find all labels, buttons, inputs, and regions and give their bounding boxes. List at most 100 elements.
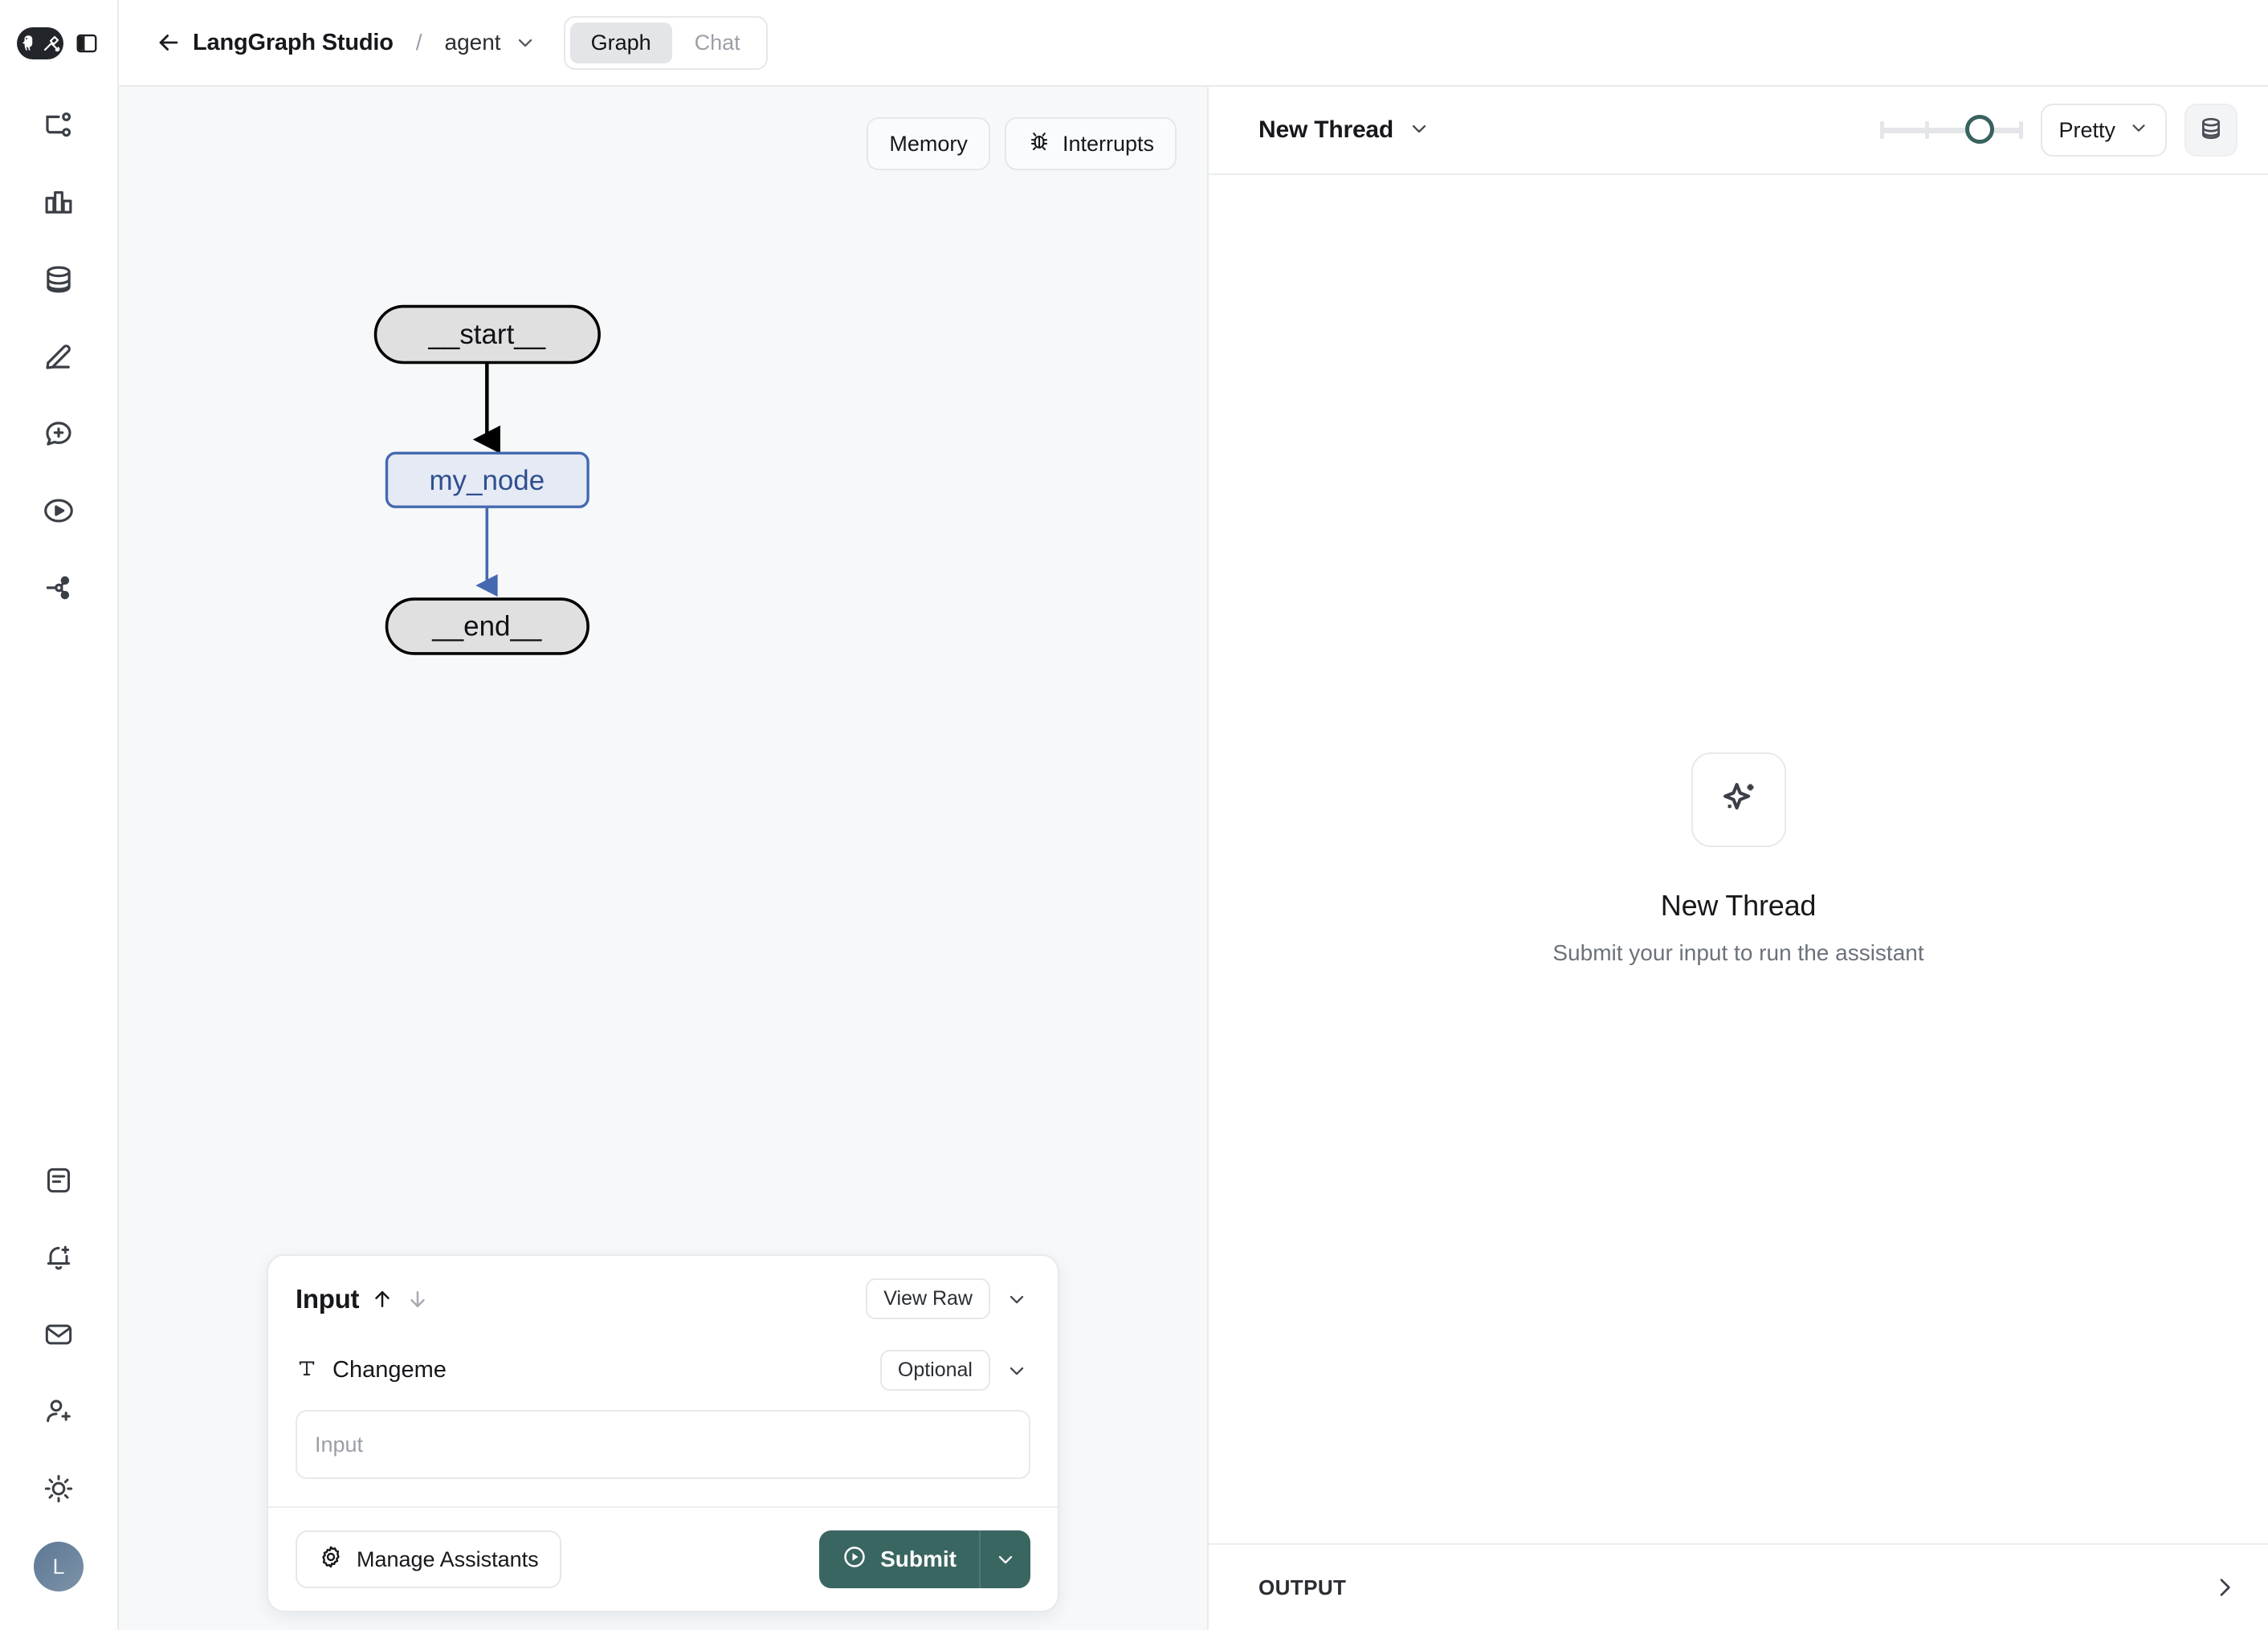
sun-icon bbox=[43, 1473, 75, 1505]
input-panel-header-left: Input bbox=[296, 1284, 430, 1314]
graph-node-start[interactable]: __start__ bbox=[373, 304, 601, 365]
input-panel-body: Input bbox=[268, 1256, 1058, 1506]
tab-chat[interactable]: Chat bbox=[694, 30, 740, 55]
chevron-down-icon bbox=[2128, 117, 2149, 144]
interrupts-button-label: Interrupts bbox=[1062, 131, 1154, 156]
bar-chart-icon bbox=[42, 185, 75, 219]
database-icon bbox=[2197, 115, 2225, 146]
submit-chevron-down-icon[interactable] bbox=[979, 1530, 1030, 1588]
graph-node-my-node[interactable]: my_node bbox=[385, 451, 589, 508]
thread-selector[interactable]: New Thread bbox=[1258, 116, 1430, 144]
breadcrumb-separator: / bbox=[415, 30, 422, 55]
avatar[interactable]: L bbox=[34, 1542, 84, 1591]
sidebar-item-deployments[interactable] bbox=[20, 549, 97, 626]
graph-node-start-label: __start__ bbox=[427, 319, 545, 350]
database-icon bbox=[42, 263, 75, 296]
rail-bottom-group bbox=[20, 1142, 97, 1527]
sidebar-item-prompts[interactable] bbox=[20, 318, 97, 395]
tab-graph[interactable]: Graph bbox=[569, 22, 672, 63]
view-mode-tabs: Graph Chat bbox=[563, 15, 768, 70]
input-panel: Input bbox=[267, 1254, 1059, 1612]
message-plus-icon bbox=[42, 417, 75, 450]
zoom-slider-track bbox=[1880, 128, 2024, 133]
sidebar-item-monitoring[interactable] bbox=[20, 164, 97, 241]
graph-node-end[interactable]: __end__ bbox=[385, 597, 589, 655]
text-type-icon bbox=[296, 1357, 318, 1383]
thread-selector-label: New Thread bbox=[1258, 116, 1394, 143]
graph-canvas[interactable]: __start__ my_node __end__ bbox=[119, 87, 1207, 1539]
graph-pane: Memory Interrupts bbox=[119, 87, 1209, 1630]
arrow-left-icon[interactable] bbox=[153, 26, 185, 59]
main-column: LangGraph Studio / agent Graph Chat Memo… bbox=[119, 0, 2268, 1630]
input-field-right: Optional bbox=[879, 1350, 1030, 1391]
submit-button-group: Submit bbox=[819, 1530, 1030, 1588]
graph-toolbar: Memory Interrupts bbox=[867, 117, 1177, 170]
sidebar-item-datasets[interactable] bbox=[20, 241, 97, 318]
empty-state-title: New Thread bbox=[1660, 889, 1817, 922]
envelope-icon bbox=[43, 1318, 75, 1351]
sparkles-icon bbox=[1691, 752, 1786, 847]
graph-node-my-node-label: my_node bbox=[429, 465, 545, 496]
left-rail: L bbox=[0, 0, 119, 1630]
arrow-down-icon[interactable] bbox=[406, 1287, 430, 1311]
sidebar-item-graphs[interactable] bbox=[20, 87, 97, 164]
sidebar-item-annotations[interactable] bbox=[20, 395, 97, 472]
format-select[interactable]: Pretty bbox=[2041, 104, 2167, 157]
sidebar-toggle-icon[interactable] bbox=[73, 30, 100, 57]
output-bar[interactable]: OUTPUT bbox=[1209, 1543, 2268, 1630]
user-plus-icon bbox=[43, 1396, 75, 1428]
zoom-slider-thumb[interactable] bbox=[1965, 115, 1995, 144]
zoom-slider-tick bbox=[1880, 121, 1885, 139]
bug-icon bbox=[1027, 129, 1051, 159]
changeme-input[interactable] bbox=[296, 1410, 1030, 1479]
body-split: Memory Interrupts bbox=[119, 87, 2268, 1630]
chevron-right-icon[interactable] bbox=[2212, 1575, 2237, 1600]
sidebar-item-invite[interactable] bbox=[20, 1373, 97, 1450]
document-notes-icon bbox=[43, 1164, 75, 1196]
arrow-up-icon[interactable] bbox=[370, 1287, 394, 1311]
sidebar-item-alerts[interactable] bbox=[20, 1219, 97, 1296]
zoom-slider-tick bbox=[1925, 121, 1930, 139]
rail-logo-row bbox=[0, 0, 117, 87]
submit-button-label: Submit bbox=[880, 1546, 957, 1571]
sidebar-item-theme[interactable] bbox=[20, 1450, 97, 1527]
submit-button[interactable]: Submit bbox=[819, 1530, 979, 1588]
sidebar-item-inbox[interactable] bbox=[20, 1296, 97, 1373]
optional-badge[interactable]: Optional bbox=[879, 1350, 990, 1391]
thread-pane-controls: Pretty bbox=[1880, 104, 2237, 157]
output-bar-label: OUTPUT bbox=[1258, 1575, 1347, 1599]
zoom-slider[interactable] bbox=[1880, 113, 2024, 147]
graph-flow-icon bbox=[42, 108, 75, 142]
share-network-icon bbox=[42, 571, 75, 605]
breadcrumb-item-agent[interactable]: agent bbox=[444, 30, 501, 55]
top-bar: LangGraph Studio / agent Graph Chat bbox=[119, 0, 2268, 87]
bell-plus-icon bbox=[43, 1241, 75, 1273]
gear-icon bbox=[318, 1544, 344, 1575]
thread-pane-header: New Thread bbox=[1209, 87, 2268, 175]
view-raw-button[interactable]: View Raw bbox=[866, 1278, 990, 1319]
sidebar-item-playground[interactable] bbox=[20, 472, 97, 549]
memory-button[interactable]: Memory bbox=[867, 117, 990, 170]
input-field-chevron-down-icon[interactable] bbox=[1003, 1357, 1030, 1384]
thread-empty-state: New Thread Submit your input to run the … bbox=[1209, 175, 2268, 1543]
manage-assistants-label: Manage Assistants bbox=[357, 1546, 539, 1571]
sidebar-item-docs[interactable] bbox=[20, 1142, 97, 1219]
input-panel-collapse-chevron-down-icon[interactable] bbox=[1003, 1286, 1030, 1313]
empty-state-subtitle: Submit your input to run the assistant bbox=[1552, 940, 1924, 965]
input-field-left: Changeme bbox=[296, 1357, 447, 1383]
format-select-label: Pretty bbox=[2058, 117, 2115, 142]
state-database-button[interactable] bbox=[2184, 104, 2237, 157]
play-circle-icon bbox=[842, 1544, 867, 1575]
input-panel-header: Input bbox=[296, 1278, 1030, 1319]
graph-node-end-label: __end__ bbox=[431, 611, 542, 642]
page-title[interactable]: LangGraph Studio bbox=[193, 29, 394, 55]
langgraph-parrot-tools-icon[interactable] bbox=[17, 27, 63, 59]
chevron-down-icon bbox=[1408, 117, 1430, 144]
thread-pane: New Thread bbox=[1209, 87, 2268, 1630]
input-panel-header-right: View Raw bbox=[866, 1278, 1030, 1319]
manage-assistants-button[interactable]: Manage Assistants bbox=[296, 1530, 561, 1588]
input-field-row: Changeme Optional bbox=[296, 1350, 1030, 1391]
chevron-down-icon[interactable] bbox=[514, 31, 536, 54]
interrupts-button[interactable]: Interrupts bbox=[1004, 117, 1177, 170]
